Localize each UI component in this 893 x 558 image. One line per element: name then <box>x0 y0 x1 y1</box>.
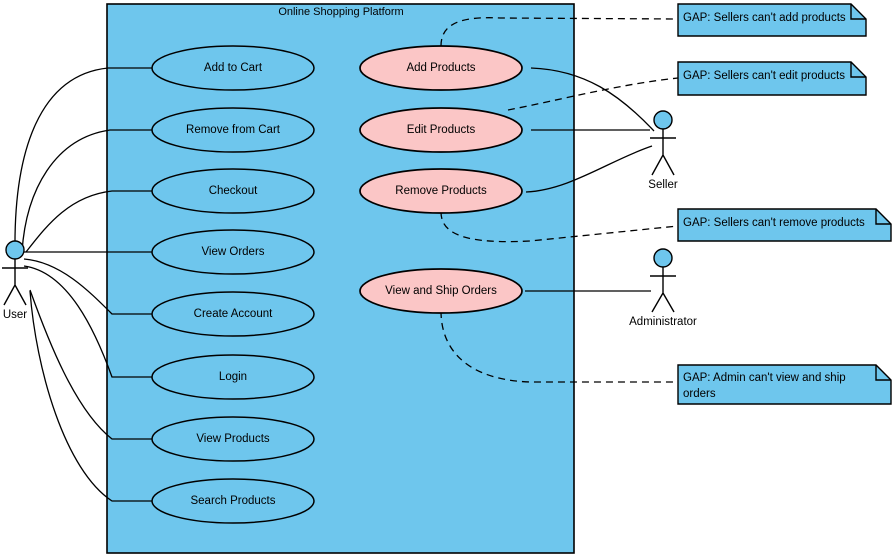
note-view-and-ship-orders[interactable]: GAP: Admin can't view and ship orders <box>677 364 892 405</box>
usecase-label: Remove from Cart <box>186 124 281 136</box>
boundary-title: Online Shopping Platform <box>278 6 403 18</box>
association-lines-right <box>525 67 655 292</box>
usecase-label: Create Account <box>194 308 273 320</box>
gaplink-edit-products <box>507 77 679 111</box>
usecase-add-to-cart[interactable]: Add to Cart <box>151 45 315 91</box>
assoc-user-login <box>23 265 152 378</box>
note-line: orders <box>683 388 716 400</box>
note-fold-icon <box>850 62 866 78</box>
actor-label: Seller <box>648 179 678 191</box>
assoc-user-create-account <box>23 258 152 315</box>
usecase-ellipse[interactable] <box>359 268 523 314</box>
usecase-label: View Orders <box>201 246 264 258</box>
actor-body-icon <box>2 259 28 306</box>
usecase-label: Add Products <box>406 62 475 74</box>
usecase-ellipse[interactable] <box>151 45 315 91</box>
note-fold-icon <box>875 209 891 225</box>
usecase-view-orders[interactable]: View Orders <box>151 229 315 275</box>
note-edit-products[interactable]: GAP: Sellers can't edit products <box>677 61 867 96</box>
usecase-label: Remove Products <box>395 185 487 197</box>
assoc-user-add-to-cart <box>14 67 152 251</box>
usecase-ellipse[interactable] <box>151 478 315 524</box>
gap-note-connectors <box>440 17 679 383</box>
usecase-checkout[interactable]: Checkout <box>151 168 315 214</box>
usecase-create-account[interactable]: Create Account <box>151 291 315 337</box>
gaplink-view-and-ship-orders <box>440 310 678 383</box>
gaplink-add-products <box>440 17 679 47</box>
usecase-label: Edit Products <box>407 124 476 136</box>
usecase-label: View and Ship Orders <box>385 285 497 297</box>
note-body <box>677 364 892 405</box>
usecase-login[interactable]: Login <box>151 354 315 400</box>
association-lines-user <box>14 67 152 502</box>
note-add-products[interactable]: GAP: Sellers can't add products <box>677 3 867 37</box>
usecase-ellipse[interactable] <box>359 168 523 214</box>
usecase-view-and-ship-orders[interactable]: View and Ship Orders <box>359 268 523 314</box>
assoc-user-checkout <box>25 190 152 253</box>
usecase-ellipse[interactable] <box>151 168 315 214</box>
actor-administrator[interactable]: Administrator <box>629 248 697 328</box>
assoc-user-remove-from-cart <box>21 129 152 253</box>
actor-body-icon <box>650 267 676 313</box>
note-body <box>677 208 892 242</box>
actor-head-icon <box>653 248 673 268</box>
usecase-remove-from-cart[interactable]: Remove from Cart <box>151 107 315 153</box>
note-fold-icon <box>850 4 866 20</box>
note-body <box>677 61 867 96</box>
note-fold-icon <box>875 365 891 381</box>
assoc-user-search-products <box>29 290 152 502</box>
actor-user[interactable]: User <box>2 240 28 321</box>
note-line: GAP: Admin can't view and ship <box>683 372 846 384</box>
assoc-seller-remove-products <box>525 145 653 193</box>
note-line: GAP: Sellers can't remove products <box>683 217 865 229</box>
usecase-label: Add to Cart <box>204 62 263 74</box>
note-line: GAP: Sellers can't edit products <box>683 70 845 82</box>
usecase-add-products[interactable]: Add Products <box>359 45 523 91</box>
note-remove-products[interactable]: GAP: Sellers can't remove products <box>677 208 892 242</box>
usecase-ellipse[interactable] <box>151 107 315 153</box>
actor-seller[interactable]: Seller <box>648 110 678 191</box>
usecase-label: Login <box>219 371 247 383</box>
usecase-remove-products[interactable]: Remove Products <box>359 168 523 214</box>
actor-label: User <box>3 309 27 321</box>
usecase-ellipse[interactable] <box>151 416 315 462</box>
assoc-seller-add-products <box>530 67 655 132</box>
note-body <box>677 3 867 37</box>
usecase-ellipse[interactable] <box>151 291 315 337</box>
usecase-search-products[interactable]: Search Products <box>151 478 315 524</box>
usecase-label: View Products <box>196 433 270 445</box>
actor-label: Administrator <box>629 316 697 328</box>
usecase-ellipse[interactable] <box>359 45 523 91</box>
usecase-edit-products[interactable]: Edit Products <box>359 107 523 153</box>
gaplink-remove-products <box>440 211 679 243</box>
assoc-user-view-products <box>29 289 152 440</box>
usecase-view-products[interactable]: View Products <box>151 416 315 462</box>
actor-head-icon <box>653 110 673 130</box>
usecase-label: Checkout <box>209 185 258 197</box>
note-line: GAP: Sellers can't add products <box>683 12 846 24</box>
actor-head-icon <box>5 240 25 260</box>
usecase-ellipse[interactable] <box>151 229 315 275</box>
usecase-ellipse[interactable] <box>359 107 523 153</box>
actor-body-icon <box>650 129 676 176</box>
usecase-ellipse[interactable] <box>151 354 315 400</box>
usecase-label: Search Products <box>190 495 275 507</box>
